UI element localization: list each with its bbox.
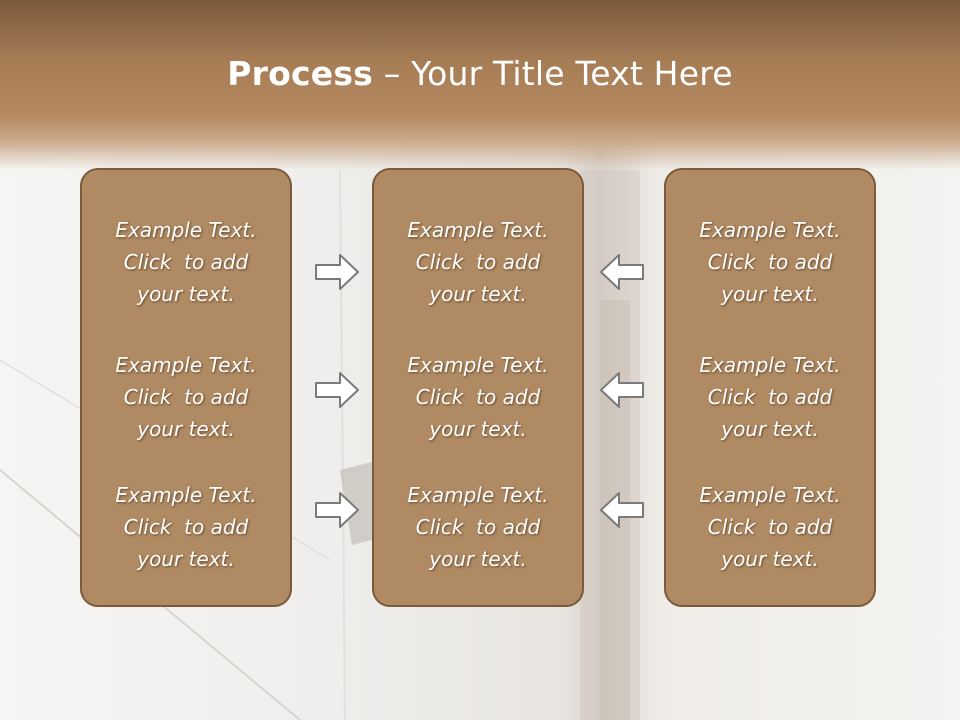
text-line: Example Text. [115, 353, 257, 377]
title-bold: Process [227, 54, 374, 93]
text-line: Example Text. [699, 353, 841, 377]
text-block[interactable]: Example Text. Click to add your text. [82, 214, 290, 310]
text-line: your text. [137, 282, 235, 306]
title-rest: – Your Title Text Here [373, 54, 733, 93]
text-line: your text. [721, 417, 819, 441]
text-block[interactable]: Example Text. Click to add your text. [82, 479, 290, 575]
text-line: your text. [429, 547, 527, 571]
text-line: Click to add [123, 515, 249, 539]
text-line: Example Text. [115, 218, 257, 242]
arrow-left-icon [600, 254, 644, 290]
text-line: your text. [429, 282, 527, 306]
text-block[interactable]: Example Text. Click to add your text. [666, 479, 874, 575]
text-line: your text. [137, 417, 235, 441]
text-line: your text. [721, 282, 819, 306]
text-line: Example Text. [407, 218, 549, 242]
text-line: Example Text. [407, 353, 549, 377]
text-block[interactable]: Example Text. Click to add your text. [374, 349, 582, 445]
text-line: your text. [721, 547, 819, 571]
text-line: Example Text. [699, 483, 841, 507]
text-line: Click to add [415, 515, 541, 539]
process-box-right[interactable]: Example Text. Click to add your text. Ex… [664, 168, 876, 607]
arrow-right-icon [315, 372, 359, 408]
text-line: Click to add [123, 250, 249, 274]
text-block[interactable]: Example Text. Click to add your text. [666, 349, 874, 445]
arrow-left-icon [600, 492, 644, 528]
text-line: your text. [137, 547, 235, 571]
text-line: Example Text. [407, 483, 549, 507]
text-line: Example Text. [699, 218, 841, 242]
text-block[interactable]: Example Text. Click to add your text. [666, 214, 874, 310]
process-box-left[interactable]: Example Text. Click to add your text. Ex… [80, 168, 292, 607]
text-line: your text. [429, 417, 527, 441]
process-box-middle[interactable]: Example Text. Click to add your text. Ex… [372, 168, 584, 607]
text-line: Example Text. [115, 483, 257, 507]
text-block[interactable]: Example Text. Click to add your text. [82, 349, 290, 445]
text-line: Click to add [707, 385, 833, 409]
text-block[interactable]: Example Text. Click to add your text. [374, 479, 582, 575]
header-band [0, 0, 960, 170]
text-line: Click to add [707, 250, 833, 274]
text-line: Click to add [707, 515, 833, 539]
text-block[interactable]: Example Text. Click to add your text. [374, 214, 582, 310]
text-line: Click to add [415, 385, 541, 409]
text-line: Click to add [123, 385, 249, 409]
arrow-left-icon [600, 372, 644, 408]
slide-title[interactable]: Process – Your Title Text Here [0, 54, 960, 93]
text-line: Click to add [415, 250, 541, 274]
arrow-right-icon [315, 492, 359, 528]
arrow-right-icon [315, 254, 359, 290]
